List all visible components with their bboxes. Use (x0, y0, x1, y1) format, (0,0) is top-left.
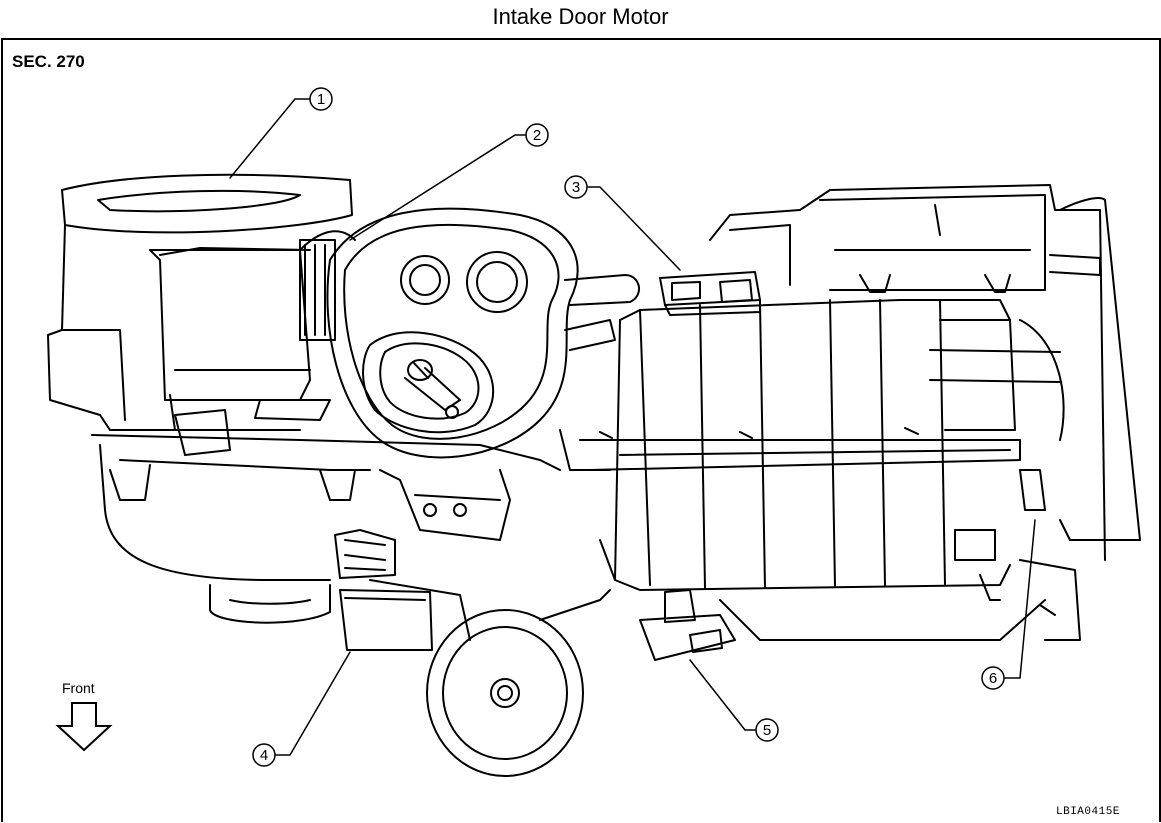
callout-6 (981, 666, 1005, 690)
callout-6-label: 6 (989, 670, 997, 687)
callout-4 (252, 743, 276, 767)
air-mix-door-connector (659, 271, 761, 316)
callout-1 (309, 87, 333, 111)
blower-intake-housing (47, 173, 356, 456)
callout-3 (564, 175, 588, 199)
callout-4-label: 4 (260, 747, 268, 764)
main-case (559, 184, 1141, 641)
front-label: Front (62, 680, 95, 696)
callout-2-label: 2 (533, 127, 541, 144)
callouts (252, 87, 1005, 767)
leader-lines (229, 98, 1036, 756)
inlet-plate (326, 207, 640, 459)
page-title: Intake Door Motor (492, 4, 669, 29)
lower-case (91, 434, 561, 651)
callout-5 (755, 718, 779, 742)
mode-door-motor (639, 589, 736, 661)
callout-5-label: 5 (763, 722, 771, 739)
callout-1-label: 1 (317, 91, 325, 108)
callout-2 (525, 123, 549, 147)
diagram-frame (1, 38, 1161, 822)
down-arrow-icon (55, 702, 113, 752)
section-label: SEC. 270 (12, 52, 85, 71)
figure-id: LBIA0415E (1056, 806, 1120, 818)
callout-3-label: 3 (572, 179, 580, 196)
blower-motor-wheel (426, 589, 611, 777)
